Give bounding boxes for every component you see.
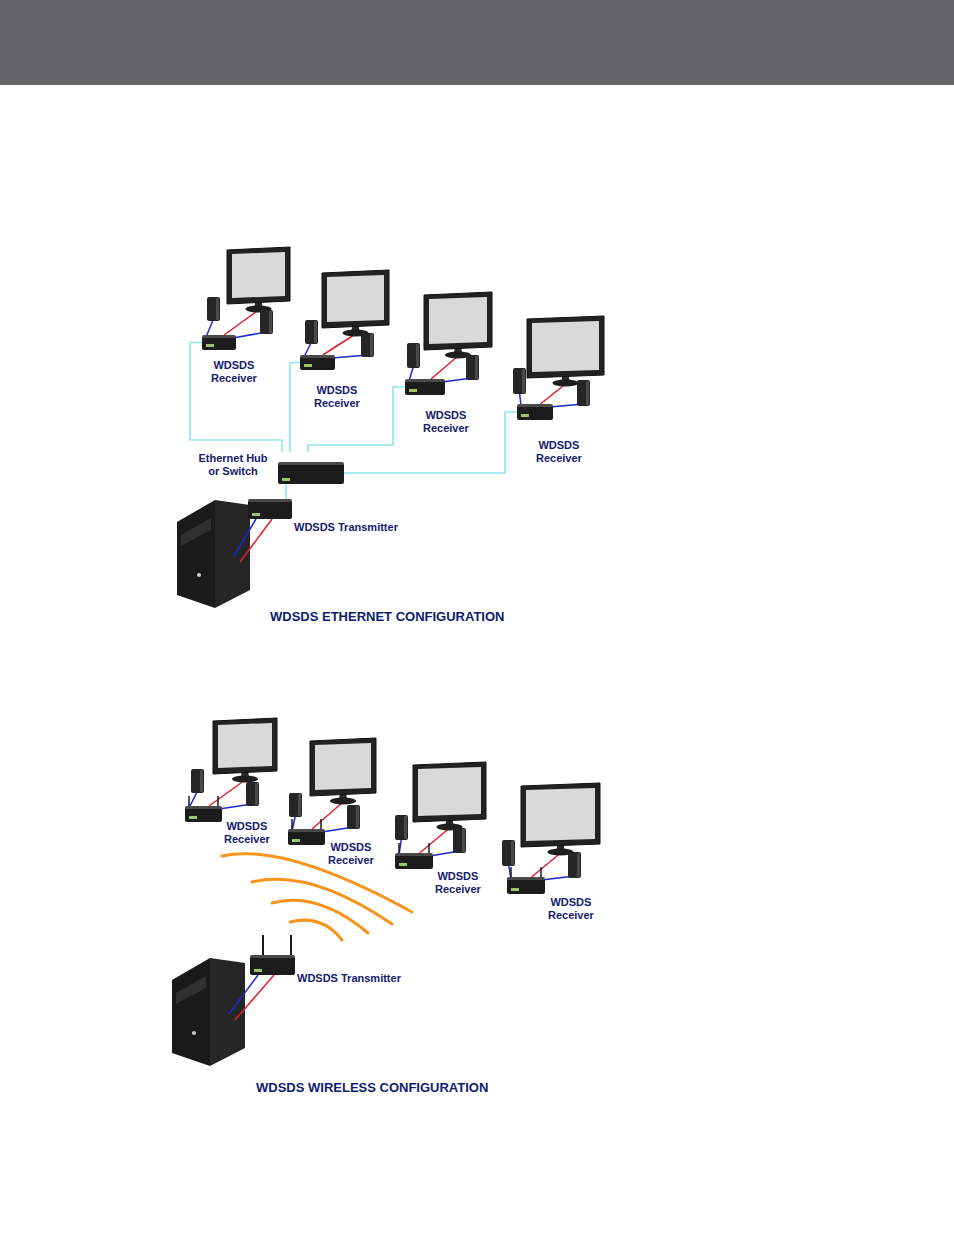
antenna [262,935,264,955]
receiver-device [517,404,553,420]
ethernet-cable [290,363,300,453]
receiver: WDSDS Receiver [395,853,481,896]
transmitter: WDSDS Transmitter [250,955,401,985]
pc-tower [177,500,250,608]
workstation [304,270,389,358]
workstation [502,783,600,880]
status-light [292,839,300,842]
workstation [189,718,277,809]
receiver-label: WDSDS Receiver [328,841,374,867]
video-cable [240,519,272,562]
configuration-heading: WDSDS WIRELESS CONFIGURATION [256,1080,488,1095]
workstation [395,762,486,856]
radio-wave [290,920,342,940]
receiver-label: WDSDS Receiver [435,870,481,896]
transmitter-label: WDSDS Transmitter [297,972,401,985]
transmitter-device [248,499,292,519]
ethernet-cable [308,387,405,452]
video-cable [234,519,256,556]
receiver: WDSDS Receiver [185,806,270,846]
receiver-label: WDSDS Receiver [536,439,582,465]
receiver-device [185,806,222,822]
receiver-device [405,379,445,395]
receiver: WDSDS Receiver [517,404,582,465]
video-cable [229,975,258,1014]
workstation [513,316,604,407]
transmitter-label: WDSDS Transmitter [294,521,398,534]
ethernet-cable [190,343,282,453]
antenna [290,935,292,955]
pc-tower [172,958,245,1066]
status-light [282,478,290,481]
status-light [254,969,262,972]
status-light [409,389,417,392]
status-light [206,344,214,347]
receiver: WDSDS Receiver [202,335,257,385]
receiver: WDSDS Receiver [405,379,469,435]
receiver-label: WDSDS Receiver [211,359,257,385]
receiver-device [202,335,236,350]
status-light [511,888,519,891]
transmitter: WDSDS Transmitter [248,499,398,534]
ethernet-hub-device [278,462,344,484]
receiver-device [507,877,545,894]
status-light [252,513,260,516]
radio-wave [272,900,368,933]
workstation [289,738,376,832]
header-bar [0,0,954,85]
configuration-heading: WDSDS ETHERNET CONFIGURATION [270,609,504,624]
ethernet-hub: Ethernet Hub or Switch [192,452,344,484]
workstation [407,292,492,382]
receiver-label: WDSDS Receiver [548,896,594,922]
receiver-label: WDSDS Receiver [224,820,270,846]
receiver-device [395,853,433,869]
receiver-label: WDSDS Receiver [423,409,469,435]
receiver: WDSDS Receiver [300,355,360,410]
transmitter-device [250,955,295,975]
ethernet-cable [285,484,287,499]
status-light [304,364,312,367]
receiver-label: WDSDS Receiver [314,384,360,410]
receiver: WDSDS Receiver [507,877,594,922]
status-light [189,816,197,819]
receiver-device [300,355,335,370]
ethernet-hub-label: Ethernet Hub or Switch [192,452,274,478]
ethernet-cable [344,412,517,473]
status-light [521,414,529,417]
workstation [206,247,290,338]
receiver-device [288,829,325,845]
status-light [399,863,407,866]
receiver: WDSDS Receiver [288,829,374,867]
